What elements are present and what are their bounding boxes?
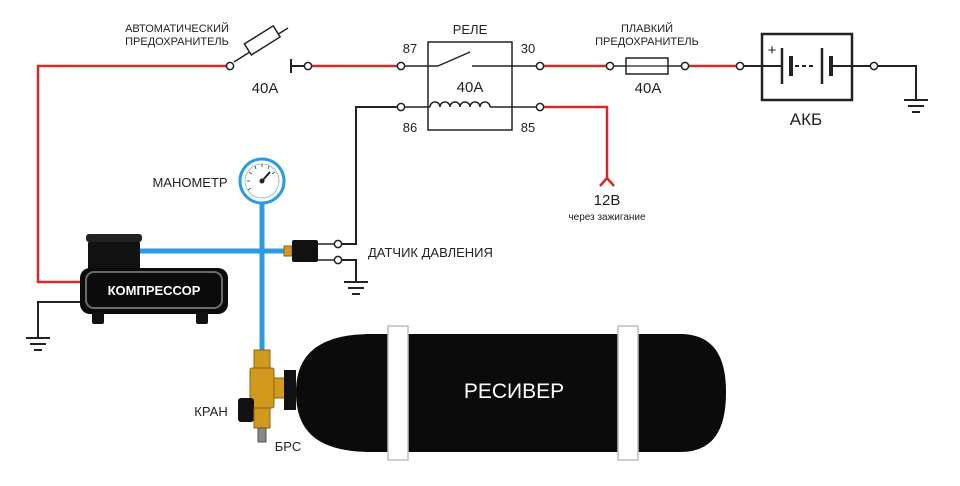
quick-coupler-fitting: [257, 427, 267, 443]
pressure-sensor-label: ДАТЧИК ДАВЛЕНИЯ: [368, 245, 493, 260]
blade-fuse: [605, 57, 690, 75]
auto-fuse-label-line2: ПРЕДОХРАНИТЕЛЬ: [125, 36, 229, 48]
compressor: [80, 234, 228, 324]
battery: [735, 32, 879, 102]
ground-compressor-icon: [26, 337, 50, 351]
ground-sensor-icon: [344, 281, 368, 295]
manometer-gauge-icon: [238, 157, 286, 205]
valve-label: КРАН: [194, 404, 227, 419]
relay-pin-86: 86: [403, 120, 417, 135]
blade-fuse-label-line2: ПРЕДОХРАНИТЕЛЬ: [595, 36, 699, 48]
ignition-note: через зажигание: [568, 212, 646, 223]
compressor-label: КОМПРЕССОР: [108, 283, 201, 298]
blade-fuse-rating: 40А: [635, 80, 662, 97]
valve-handle: [238, 398, 254, 422]
relay-pin-30: 30: [521, 41, 535, 56]
relay-pin-87: 87: [403, 41, 417, 56]
wire-compressor-to-auto-fuse: [36, 64, 230, 284]
auto-fuse: [225, 24, 313, 73]
relay-coil-icon: [429, 101, 491, 108]
wire-compressor-to-ground: [37, 301, 80, 338]
receiver-tank: [284, 325, 726, 461]
relay-rating: 40А: [457, 79, 484, 96]
wire-battery-to-ground: [874, 65, 917, 100]
blade-fuse-label-line1: ПЛАВКИЙ: [621, 22, 673, 35]
receiver-label: РЕСИВЕР: [464, 380, 564, 403]
wire-relay-85-to-ignition: [540, 105, 609, 178]
battery-plus-sign: +: [768, 42, 777, 59]
valve-assembly: [238, 349, 291, 443]
ground-battery-icon: [904, 99, 928, 113]
auto-fuse-rating: 40А: [252, 80, 279, 97]
quick-coupler-label: БРС: [275, 439, 301, 454]
ignition-voltage: 12В: [594, 192, 621, 209]
pressure-sensor: [283, 239, 343, 265]
wire-sensor-to-ground: [338, 259, 357, 282]
battery-label: АКБ: [790, 110, 822, 129]
relay: [396, 41, 545, 131]
relay-pin-85: 85: [521, 120, 535, 135]
ignition-fork-icon: [599, 176, 615, 187]
wire-relay-86-to-sensor: [338, 106, 401, 245]
relay-title: РЕЛЕ: [453, 22, 488, 37]
auto-fuse-label-line1: АВТОМАТИЧЕСКИЙ: [125, 22, 229, 35]
manometer-label: МАНОМЕТР: [152, 175, 227, 190]
